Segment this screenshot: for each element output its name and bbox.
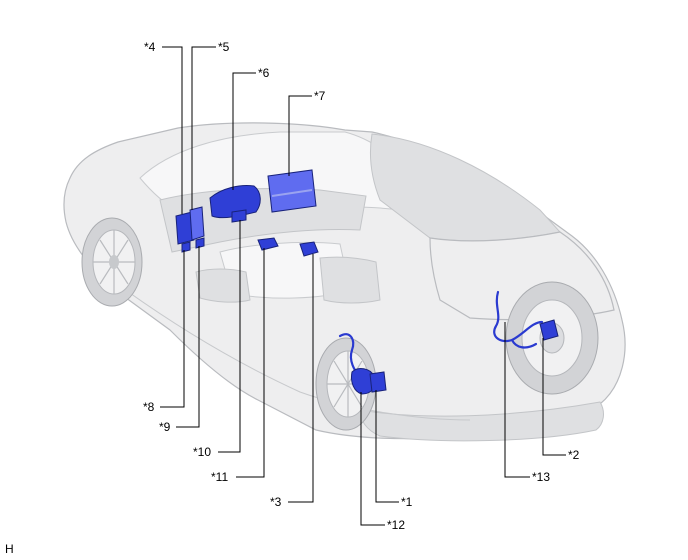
- callout-13: *13: [532, 470, 550, 484]
- leader-11: [236, 248, 265, 478]
- leader-5: [191, 46, 216, 210]
- callout-12: *12: [387, 518, 405, 532]
- callout-labels: *4 *5 *6 *7 *8 *9 *10 *11 *3 *1 *12 *13 …: [5, 40, 580, 556]
- component-6: [209, 185, 261, 219]
- component-5: [189, 206, 205, 241]
- callout-3: *3: [270, 495, 282, 509]
- component-4: [175, 211, 195, 245]
- component-8: [181, 241, 191, 253]
- component-3: [299, 241, 319, 257]
- leader-13: [504, 322, 530, 478]
- leader-8: [160, 250, 185, 408]
- leader-7: [288, 95, 312, 176]
- callout-10: *10: [193, 445, 211, 459]
- leader-4: [162, 46, 183, 214]
- leader-9: [176, 246, 200, 428]
- component-10: [231, 209, 247, 223]
- component-7: [267, 169, 317, 213]
- callout-6: *6: [258, 66, 270, 80]
- leader-1: [375, 390, 399, 503]
- callout-11: *11: [211, 470, 228, 484]
- front-wheel: [81, 217, 143, 307]
- leader-6: [232, 72, 256, 190]
- callout-8: *8: [143, 400, 155, 414]
- leader-lines: [160, 46, 566, 526]
- leader-10: [218, 220, 241, 453]
- callout-2: *2: [568, 448, 580, 462]
- component-11: [257, 237, 279, 251]
- component-2-13: [493, 290, 559, 349]
- vehicle-body: [63, 122, 626, 442]
- component-9: [195, 237, 205, 249]
- view-marker: H: [5, 542, 14, 556]
- leader-3: [288, 254, 314, 503]
- callout-5: *5: [218, 40, 230, 54]
- callout-7: *7: [314, 89, 326, 103]
- callout-9: *9: [159, 420, 171, 434]
- callout-4: *4: [144, 40, 156, 54]
- leader-2: [542, 338, 566, 456]
- leader-12: [360, 392, 385, 526]
- component-1-12: [338, 333, 387, 395]
- callout-1: *1: [401, 495, 413, 509]
